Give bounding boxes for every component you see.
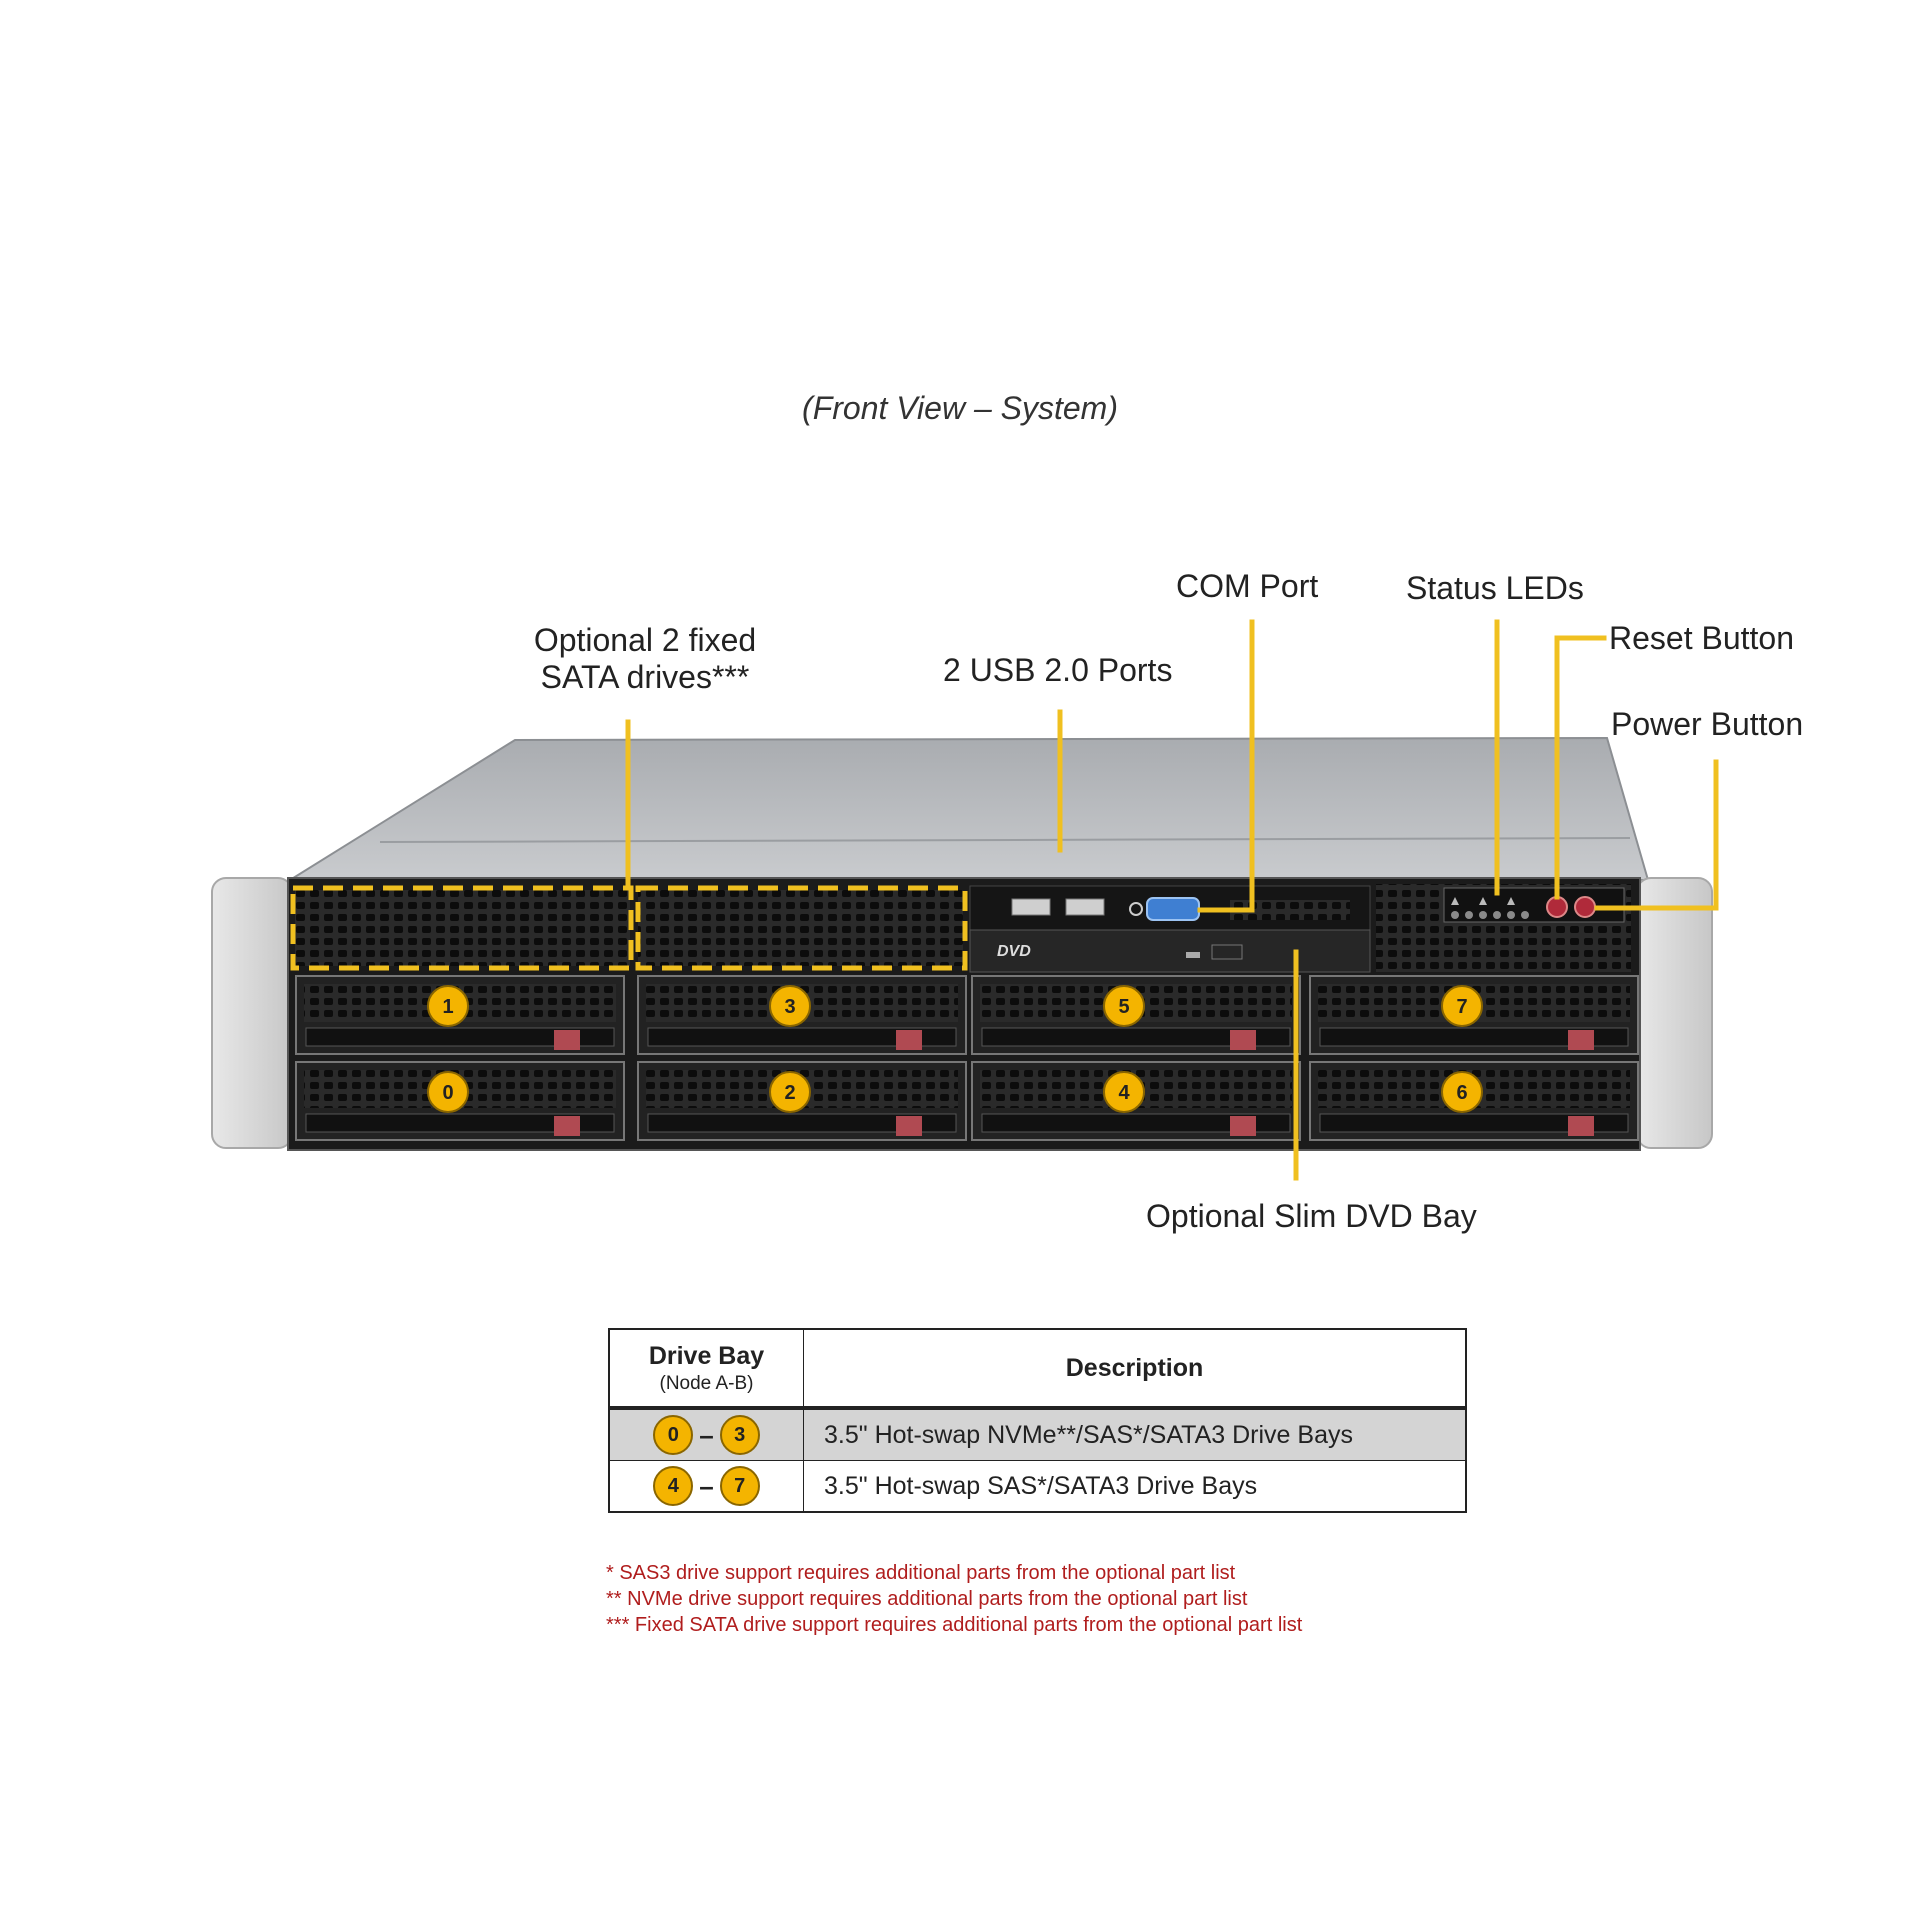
callout-fixed-sata-line2: SATA drives*** <box>540 659 750 695</box>
callout-usb: 2 USB 2.0 Ports <box>943 652 1173 688</box>
bay-number-label: 3 <box>784 996 795 1018</box>
header-description: Description <box>803 1328 1467 1410</box>
bay-number-label: 6 <box>1456 1082 1467 1104</box>
drive-tray[interactable]: 6 <box>1309 1061 1639 1141</box>
bay-badge: 0 <box>653 1415 694 1455</box>
drive-tray[interactable]: 1 <box>295 975 625 1055</box>
range-dash: – <box>699 1419 714 1450</box>
drive-latch <box>1568 1030 1594 1050</box>
chassis-top-cover <box>286 736 1650 881</box>
drive-latch <box>554 1116 580 1136</box>
bay-number-badge <box>427 1071 469 1113</box>
callout-line-reset <box>1554 635 1607 900</box>
drive-latch <box>554 1030 580 1050</box>
description-cell: 3.5" Hot-swap SAS*/SATA3 Drive Bays <box>803 1460 1467 1513</box>
footnote-nvme: ** NVMe drive support requires additiona… <box>606 1588 1248 1610</box>
bay-number-badge <box>1441 1071 1483 1113</box>
right-rack-ear <box>1636 877 1713 1149</box>
bay-number-badge <box>1103 985 1145 1027</box>
range-dash: – <box>699 1470 714 1501</box>
view-title: (Front View – System) <box>802 390 1118 426</box>
status-leds <box>1451 897 1529 919</box>
drive-tray[interactable]: 4 <box>971 1061 1301 1141</box>
drive-latch <box>1568 1116 1594 1136</box>
bay-number-label: 2 <box>784 1082 795 1104</box>
table-row: 4 – 7 3.5" Hot-swap SAS*/SATA3 Drive Bay… <box>608 1460 1467 1513</box>
bay-number-label: 5 <box>1118 996 1129 1018</box>
bay-number-label: 4 <box>1118 1082 1130 1104</box>
footnote-fixed-sata: *** Fixed SATA drive support requires ad… <box>606 1614 1303 1636</box>
callout-reset: Reset Button <box>1609 620 1794 656</box>
callout-dvd-bay: Optional Slim DVD Bay <box>1146 1198 1477 1234</box>
drive-trays: 1 3 5 7 0 2 4 6 <box>295 975 1639 1141</box>
callout-line-power <box>1594 759 1719 911</box>
drive-latch <box>896 1030 922 1050</box>
footnotes: * SAS3 drive support requires additional… <box>606 1560 1302 1638</box>
drive-tray[interactable]: 0 <box>295 1061 625 1141</box>
drive-latch <box>1230 1116 1256 1136</box>
bay-number-badge <box>427 985 469 1027</box>
callout-status: Status LEDs <box>1406 570 1584 606</box>
bay-number-badge <box>769 1071 811 1113</box>
callout-com: COM Port <box>1176 568 1319 604</box>
left-rack-ear <box>211 877 293 1149</box>
bay-number-label: 0 <box>442 1082 453 1104</box>
description-cell: 3.5" Hot-swap NVMe**/SAS*/SATA3 Drive Ba… <box>803 1407 1467 1461</box>
callout-fixed-sata: Optional 2 fixed SATA drives*** <box>520 622 770 696</box>
bay-number-badge <box>1441 985 1483 1027</box>
bay-number-label: 7 <box>1456 996 1467 1018</box>
reset-button[interactable] <box>1546 896 1568 918</box>
bay-badge: 3 <box>719 1415 760 1455</box>
header-drive-bay: Drive Bay (Node A-B) <box>608 1328 804 1410</box>
power-button[interactable] <box>1574 896 1596 918</box>
com-port <box>1146 897 1200 921</box>
bay-number-label: 1 <box>442 996 453 1018</box>
bay-number-badge <box>769 985 811 1027</box>
bay-number-badge <box>1103 1071 1145 1113</box>
drive-latch <box>896 1116 922 1136</box>
footnote-sas3: * SAS3 drive support requires additional… <box>606 1562 1236 1584</box>
header-drive-bay-label: Drive Bay <box>648 1341 765 1370</box>
drive-tray[interactable]: 7 <box>1309 975 1639 1055</box>
table-row: 0 – 3 3.5" Hot-swap NVMe**/SAS*/SATA3 Dr… <box>608 1407 1467 1461</box>
dvd-logo: DVD <box>997 943 1031 960</box>
usb-port-1 <box>1011 898 1051 916</box>
bay-range-cell: 0 – 3 <box>608 1407 804 1461</box>
header-drive-bay-sub: (Node A-B) <box>659 1372 754 1394</box>
server-front-diagram: DVD 1 3 5 7 0 2 4 6 <box>211 619 1719 1181</box>
callout-power: Power Button <box>1611 706 1804 742</box>
bay-badge: 7 <box>719 1466 760 1506</box>
fixed-sata-highlight-left <box>290 885 634 971</box>
bay-range-cell: 4 – 7 <box>608 1460 804 1513</box>
dvd-bay <box>969 929 1371 973</box>
drive-tray[interactable]: 2 <box>637 1061 967 1141</box>
usb-port-2 <box>1065 898 1105 916</box>
fixed-sata-highlight-right <box>635 885 968 971</box>
drive-tray[interactable]: 3 <box>637 975 967 1055</box>
drive-bay-table: Drive Bay (Node A-B) Description 0 – 3 3… <box>608 1328 1467 1513</box>
bay-badge: 4 <box>653 1466 694 1506</box>
callout-fixed-sata-line1: Optional 2 fixed <box>533 622 757 658</box>
callout-line-com <box>1197 619 1255 913</box>
drive-tray[interactable]: 5 <box>971 975 1301 1055</box>
drive-latch <box>1230 1030 1256 1050</box>
